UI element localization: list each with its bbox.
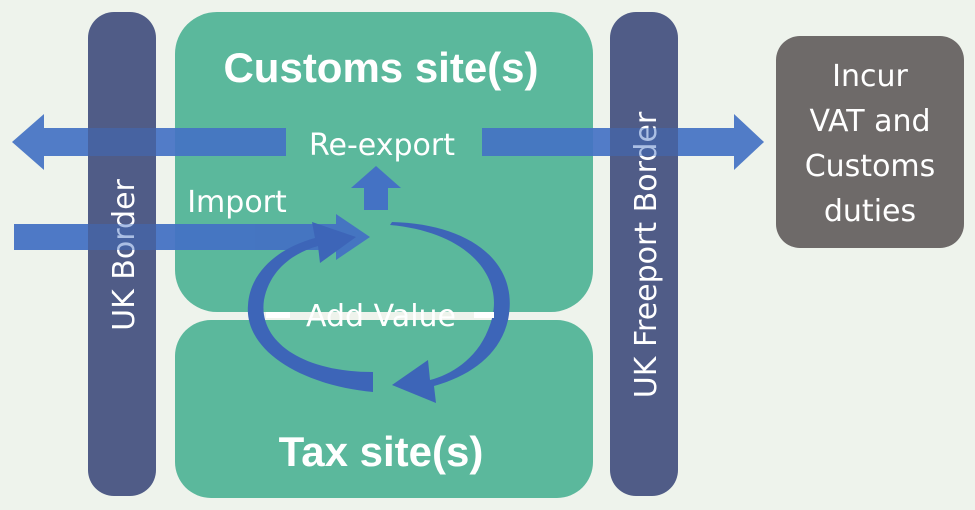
tax-site-title: Tax site(s) <box>279 428 484 475</box>
freeport-border-label: UK Freeport Border <box>629 111 664 398</box>
reexport-left-overlay <box>88 128 156 156</box>
uk-border-label: UK Border <box>107 178 142 330</box>
uk-border-bar: UK Border <box>88 12 156 496</box>
freeport-border-bar: UK Freeport Border <box>610 12 678 496</box>
reexport-left-arrow <box>12 114 286 170</box>
vat-line-4: duties <box>824 194 916 229</box>
add-value-label: Add Value <box>306 299 456 334</box>
vat-line-1: Incur <box>832 59 908 94</box>
reexport-right-overlay <box>610 128 678 156</box>
import-overlay <box>88 224 156 250</box>
tax-site <box>175 320 593 498</box>
import-label: Import <box>187 185 287 220</box>
up-arrow <box>351 166 401 210</box>
reexport-label: Re-export <box>309 128 455 163</box>
vat-box <box>776 36 964 248</box>
vat-line-2: VAT and <box>809 104 930 139</box>
vat-line-3: Customs <box>805 149 936 184</box>
reexport-right-arrow <box>482 114 764 170</box>
import-arrow <box>14 214 370 260</box>
customs-site-title: Customs site(s) <box>223 44 538 91</box>
add-value-cycle <box>247 222 510 403</box>
